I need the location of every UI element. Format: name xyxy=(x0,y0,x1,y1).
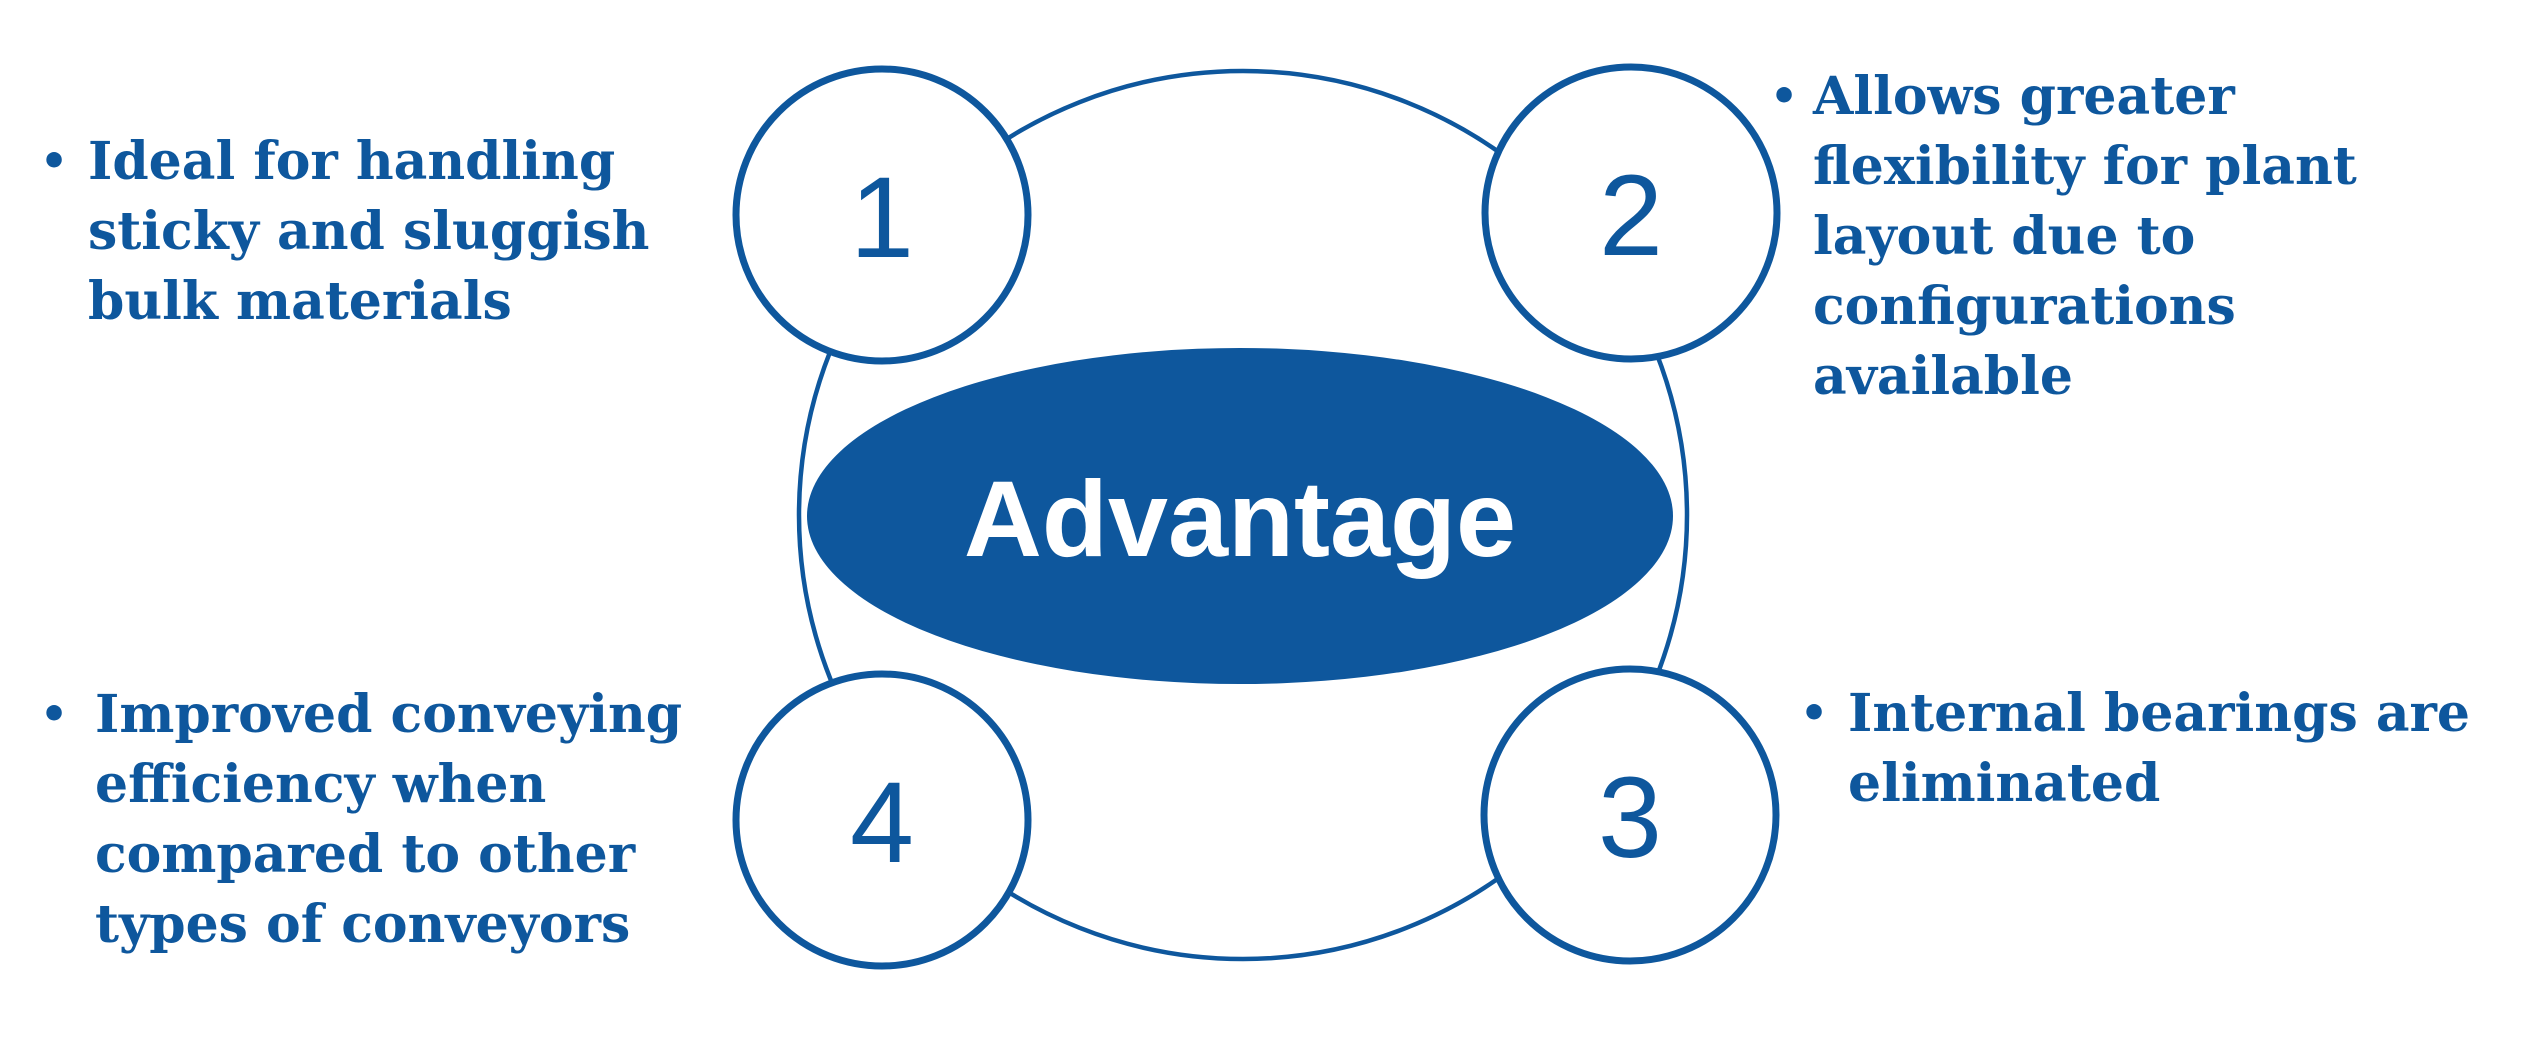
bullet-line: bulk materials xyxy=(88,271,512,332)
bullet-line: Internal bearings are xyxy=(1848,683,2470,744)
bullet-top-right-text: Allows greater flexibility for plant lay… xyxy=(1813,62,2357,412)
bullet-line: types of conveyors xyxy=(95,894,631,955)
bullet-bottom-left-text: Improved conveying efficiency when compa… xyxy=(95,680,682,960)
bullet-line: flexibility for plant xyxy=(1813,136,2357,197)
bullet-dot-icon: • xyxy=(40,136,69,187)
bullet-bottom-right-text: Internal bearings are eliminated xyxy=(1848,679,2470,819)
bullet-bottom-right: • Internal bearings are eliminated xyxy=(1800,679,2470,819)
bullet-dot-icon: • xyxy=(1800,688,1829,739)
bullet-bottom-left: • Improved conveying efficiency when com… xyxy=(40,680,682,960)
bullet-line: sticky and sluggish xyxy=(88,201,650,262)
bullet-line: Improved conveying xyxy=(95,684,683,745)
bullet-line: efficiency when xyxy=(95,754,547,815)
bullet-line: eliminated xyxy=(1848,753,2161,814)
outer-circle xyxy=(796,68,1690,962)
advantage-ellipse xyxy=(807,348,1673,684)
advantage-label: Advantage xyxy=(964,458,1516,579)
bullet-line: Allows greater xyxy=(1813,66,2235,127)
bullet-line: Ideal for handling xyxy=(88,131,616,192)
node-circle-3 xyxy=(1480,665,1780,965)
node-number-2: 2 xyxy=(1599,152,1663,280)
node-circle-1 xyxy=(732,65,1032,365)
bullet-dot-icon: • xyxy=(40,689,69,740)
node-number-1: 1 xyxy=(850,154,914,282)
node-number-3: 3 xyxy=(1598,754,1662,882)
node-circle-4 xyxy=(732,670,1032,970)
bullet-line: compared to other xyxy=(95,824,636,885)
node-circle-2 xyxy=(1481,63,1781,363)
bullet-line: layout due to xyxy=(1813,206,2196,267)
bullet-line: configurations xyxy=(1813,276,2236,337)
bullet-dot-icon: • xyxy=(1770,71,1799,122)
bullet-line: available xyxy=(1813,346,2073,407)
bullet-top-left: • Ideal for handling sticky and sluggish… xyxy=(40,127,649,337)
bullet-top-right: • Allows greater flexibility for plant l… xyxy=(1770,62,2357,412)
bullet-top-left-text: Ideal for handling sticky and sluggish b… xyxy=(88,127,649,337)
node-number-4: 4 xyxy=(850,759,914,887)
